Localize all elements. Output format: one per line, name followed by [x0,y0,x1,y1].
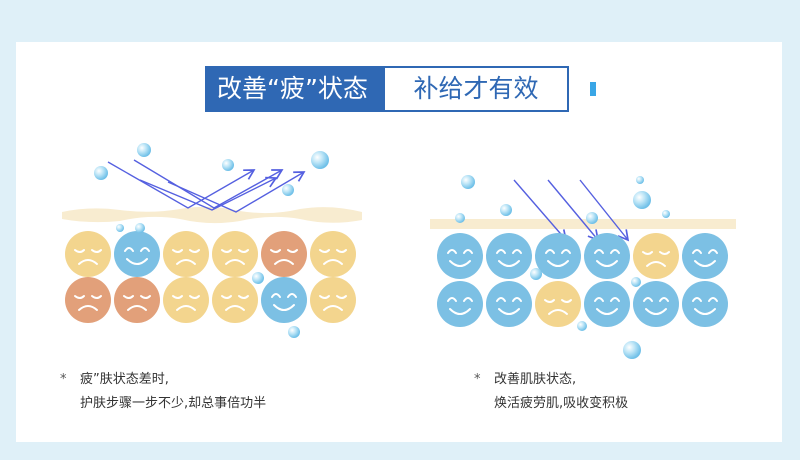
skin-layer-left [62,206,362,224]
caption-left-line1: 疲”肤状态差时, [80,372,169,387]
bubble-icon [116,224,124,232]
tired-face-icon [261,231,307,277]
caption-right: * 改善肌肤状态, 焕活疲劳肌,吸收变积极 [474,368,628,416]
bubble-icon [530,268,542,280]
bubble-icon [500,204,512,216]
bubble-icon [577,321,587,331]
title-left-label: 改善“疲”状态 [205,66,383,112]
bubble-icon [623,341,641,359]
bubble-icon [633,191,651,209]
skin-layer-right [430,219,736,229]
happy-face-icon [682,233,728,279]
bubble-icon [636,176,644,184]
bubble-icon [455,213,465,223]
bubble-icon [135,223,145,233]
happy-face-icon [584,233,630,279]
happy-face-icon [682,281,728,327]
title-right-label: 补给才有效 [383,66,569,112]
bubble-icon [94,166,108,180]
tired-face-icon [212,231,258,277]
bubble-icon [282,184,294,196]
caption-right-line1: 改善肌肤状态, [494,372,577,387]
happy-face-icon [535,233,581,279]
caption-left: * 疲”肤状态差时, 护肤步骤一步不少,却总事倍功半 [60,368,266,416]
bubble-icon [288,326,300,338]
tired-face-icon [535,281,581,327]
happy-face-icon [584,281,630,327]
bubble-icon [631,277,641,287]
tired-face-icon [65,277,111,323]
tired-face-icon [65,231,111,277]
tired-face-icon [163,231,209,277]
tired-face-icon [310,277,356,323]
happy-face-icon [261,277,307,323]
bullet-star: * [60,372,67,387]
happy-face-icon [633,281,679,327]
bullet-star: * [474,372,481,387]
tired-face-icon [310,231,356,277]
section-title: 改善“疲”状态 补给才有效 [205,66,569,112]
happy-face-icon [114,231,160,277]
bubble-icon [137,143,151,157]
tired-face-icon [114,277,160,323]
happy-face-icon [486,233,532,279]
tired-face-icon [212,277,258,323]
bubble-icon [662,210,670,218]
caption-right-line2: 焕活疲劳肌,吸收变积极 [494,396,629,411]
bubble-icon [222,159,234,171]
tired-face-icon [633,233,679,279]
title-accent-bar [590,82,596,96]
tired-face-icon [163,277,209,323]
reflected-arrows [107,159,306,213]
bubble-icon [311,151,329,169]
happy-face-icon [437,281,483,327]
caption-left-line2: 护肤步骤一步不少,却总事倍功半 [80,396,267,411]
absorbed-arrows [513,179,630,242]
bubble-icon [586,212,598,224]
bubble-icon [252,272,264,284]
happy-face-icon [486,281,532,327]
happy-face-icon [437,233,483,279]
bubble-icon [461,175,475,189]
